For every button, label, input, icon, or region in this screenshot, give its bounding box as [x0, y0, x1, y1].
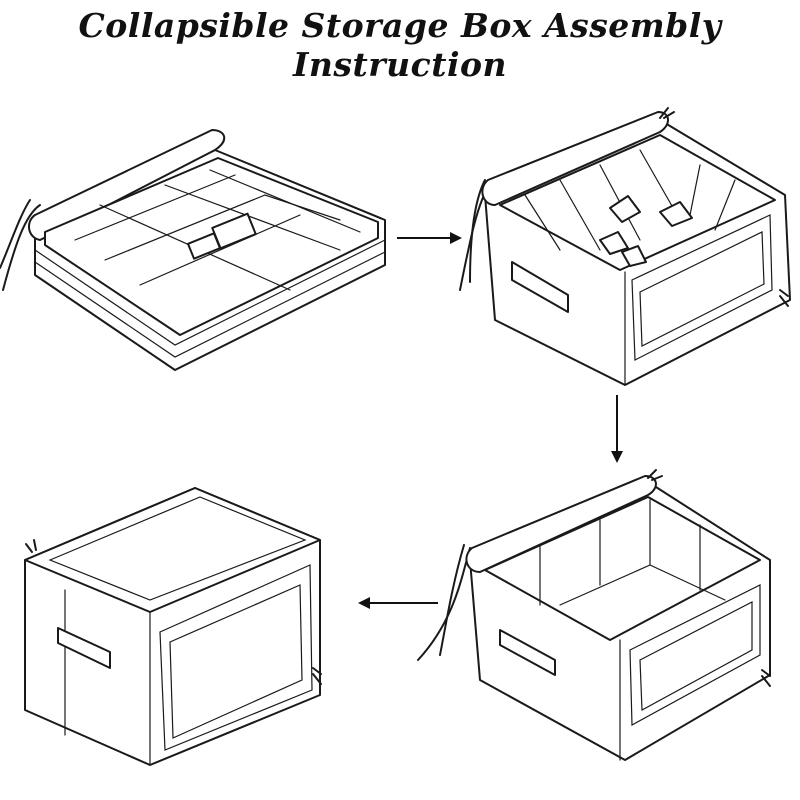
step-1-folded-box: [0, 129, 386, 371]
page-title: Collapsible Storage Box Assembly Instruc…: [78, 6, 722, 84]
arrow-left: [358, 597, 438, 609]
step-2-base-flap-b: [659, 201, 693, 227]
step-3-top-roll: [465, 475, 657, 573]
step-2-base-flap-d: [621, 245, 647, 267]
step-2-base-flap-a: [609, 195, 641, 223]
step-3-zipper-pull-top: [647, 469, 663, 481]
step-3-zipper-pull-side: [761, 669, 771, 687]
step-2-raised-frame: [459, 107, 791, 386]
step-2-zipper-pull-side: [779, 289, 789, 307]
step-1-strap-right: [211, 212, 257, 250]
step-2-window: [631, 214, 773, 361]
step-4-zipper-pull-top: [25, 539, 37, 553]
step-3-window: [629, 584, 761, 726]
step-4-window: [159, 564, 313, 751]
arrow-right: [397, 232, 462, 244]
step-4-lid: [24, 487, 321, 613]
arrow-down: [611, 395, 623, 463]
step-4-lid-zip-outline: [48, 496, 307, 601]
step-2-zipper-pull-top: [659, 107, 675, 119]
step-1-top-roll: [28, 129, 226, 241]
step-2-base-flap-c: [599, 231, 629, 255]
step-4-closed-box: [24, 487, 322, 766]
step-2-opening: [499, 134, 776, 271]
step-3-open-box: [417, 469, 771, 761]
step-4-handle: [57, 627, 111, 669]
step-2-handle: [511, 261, 569, 313]
step-3-opening: [484, 496, 761, 641]
step-3-handle: [499, 629, 556, 676]
step-4-zipper-pull-side: [312, 667, 322, 685]
step-1-drape: [2, 204, 41, 291]
